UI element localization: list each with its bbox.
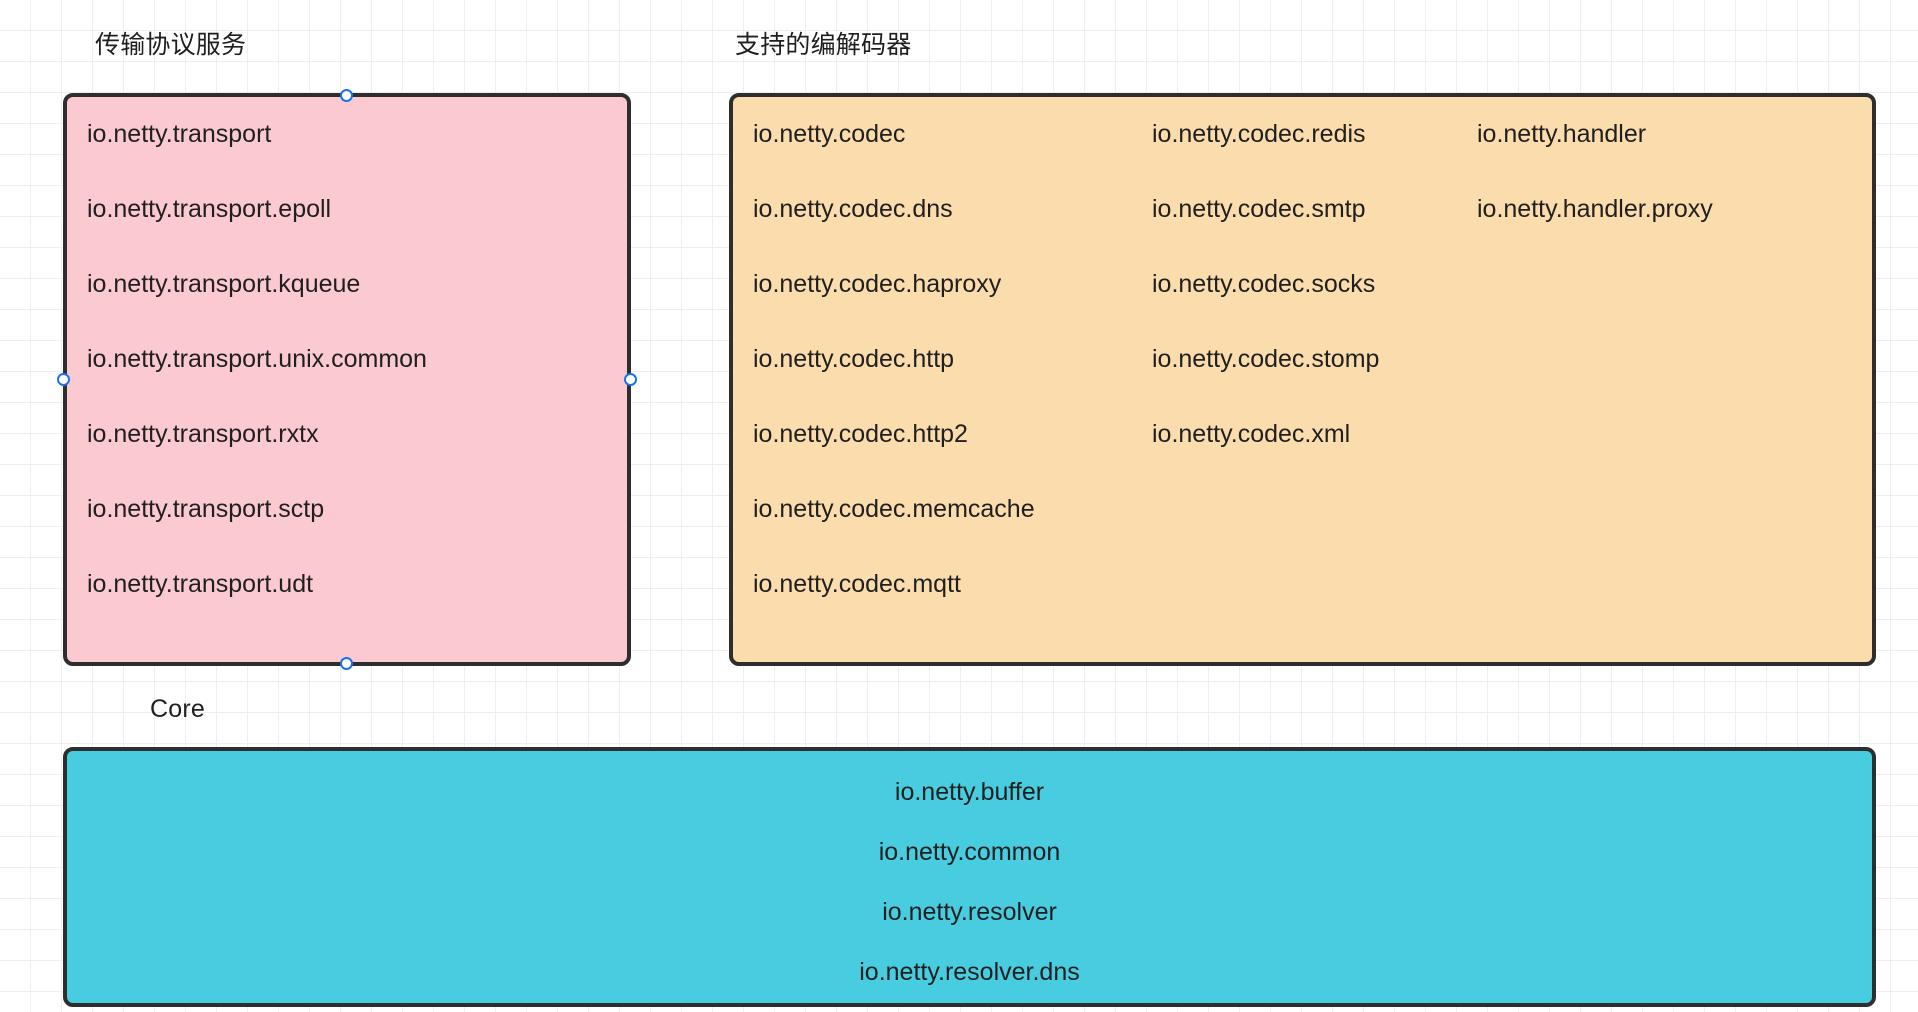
package-item: io.netty.transport.sctp <box>87 495 325 523</box>
package-item: io.netty.codec.socks <box>1152 270 1376 298</box>
group-box-transport[interactable]: io.netty.transport io.netty.transport.ep… <box>63 93 631 666</box>
package-item: io.netty.transport.udt <box>87 570 314 598</box>
package-item: io.netty.buffer <box>894 778 1045 806</box>
package-item: io.netty.codec.memcache <box>753 495 1035 523</box>
package-item: io.netty.codec <box>753 120 906 148</box>
package-item: io.netty.transport.unix.common <box>87 345 427 373</box>
package-list-codec-col3: io.netty.handler io.netty.handler.proxy <box>733 97 1872 662</box>
package-item: io.netty.transport <box>87 120 272 148</box>
package-list-codec-col2: io.netty.codec.redis io.netty.codec.smtp… <box>733 97 1872 662</box>
package-list-core: io.netty.buffer io.netty.common io.netty… <box>67 751 1872 1003</box>
package-item: io.netty.transport.rxtx <box>87 420 319 448</box>
package-item: io.netty.handler <box>1477 120 1647 148</box>
selection-handle-middle-right[interactable] <box>624 373 637 386</box>
package-item: io.netty.codec.stomp <box>1152 345 1380 373</box>
package-item: io.netty.resolver <box>882 898 1057 926</box>
group-label-transport: 传输协议服务 <box>95 31 247 59</box>
group-label-codec: 支持的编解码器 <box>735 31 912 59</box>
group-label-core: Core <box>150 695 205 723</box>
package-item: io.netty.codec.http2 <box>753 420 968 448</box>
package-item: io.netty.codec.dns <box>753 195 953 223</box>
package-item: io.netty.resolver.dns <box>859 958 1080 986</box>
package-item: io.netty.codec.xml <box>1152 420 1351 448</box>
package-item: io.netty.transport.kqueue <box>87 270 361 298</box>
selection-handle-middle-left[interactable] <box>57 373 70 386</box>
package-item: io.netty.common <box>878 838 1061 866</box>
package-item: io.netty.codec.smtp <box>1152 195 1366 223</box>
package-item: io.netty.codec.redis <box>1152 120 1366 148</box>
package-item: io.netty.codec.http <box>753 345 955 373</box>
package-item: io.netty.codec.mqtt <box>753 570 961 598</box>
selection-handle-bottom-center[interactable] <box>340 657 353 670</box>
package-item: io.netty.transport.epoll <box>87 195 332 223</box>
package-list-transport: io.netty.transport io.netty.transport.ep… <box>67 97 627 662</box>
package-item: io.netty.handler.proxy <box>1477 195 1713 223</box>
group-box-core[interactable]: io.netty.buffer io.netty.common io.netty… <box>63 747 1876 1007</box>
group-box-codec[interactable]: io.netty.codec io.netty.codec.dns io.net… <box>729 93 1876 666</box>
package-list-codec-col1: io.netty.codec io.netty.codec.dns io.net… <box>733 97 1872 662</box>
package-item: io.netty.codec.haproxy <box>753 270 1002 298</box>
selection-handle-top-center[interactable] <box>340 89 353 102</box>
